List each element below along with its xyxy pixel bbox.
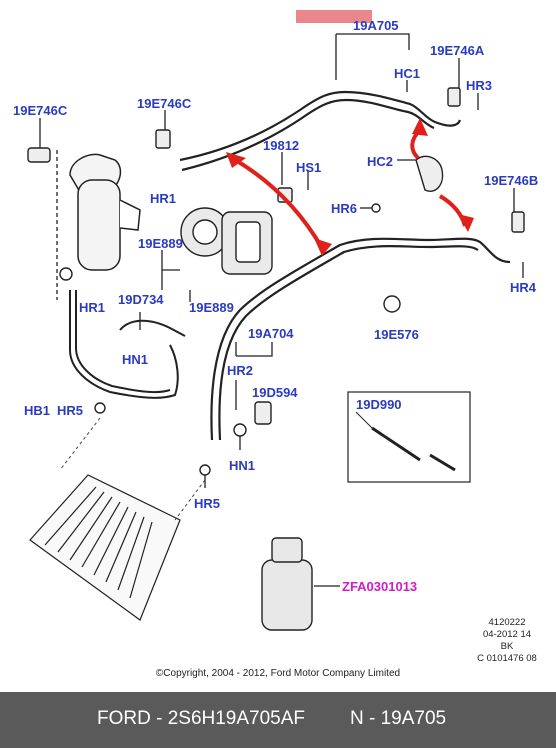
label-hn1-a: HN1 — [122, 352, 149, 367]
label-19a705: 19A705 — [353, 18, 399, 33]
title-highlight-bar — [296, 10, 372, 23]
label-hc1: HC1 — [394, 66, 421, 81]
label-hr1-left: HR1 — [79, 300, 106, 315]
condenser — [29, 474, 181, 621]
label-19812: 19812 — [263, 138, 300, 153]
leader-19e889-a — [161, 250, 180, 290]
label-zfa0301013: ZFA0301013 — [342, 579, 418, 594]
label-hr4: HR4 — [510, 280, 537, 295]
label-hs1: HS1 — [296, 160, 322, 175]
label-19e889-a: 19E889 — [138, 236, 183, 251]
label-19a704: 19A704 — [248, 326, 294, 341]
meta-line-4: C 0101476 08 — [477, 653, 537, 664]
label-hc2: HC2 — [367, 154, 394, 169]
diagram-drawing — [27, 33, 525, 631]
label-19e746a: 19E746A — [430, 43, 485, 58]
drawing-meta: 4120222 04-2012 14 BK C 0101476 08 — [470, 617, 544, 665]
label-19e576: 19E576 — [374, 327, 419, 342]
label-hr2: HR2 — [227, 363, 254, 378]
refrigerant-cylinder — [261, 537, 313, 631]
label-hr5-a: HR5 — [57, 403, 84, 418]
label-19d990: 19D990 — [356, 397, 402, 412]
label-hr6: HR6 — [331, 201, 358, 216]
leader-19a704 — [235, 342, 273, 357]
label-hn1-b: HN1 — [229, 458, 256, 473]
label-hr1-top: HR1 — [150, 191, 177, 206]
meta-line-2: 04-2012 14 — [482, 629, 532, 640]
label-hr3: HR3 — [466, 78, 493, 93]
footer-reference: N - 19A705 — [350, 708, 447, 729]
label-19e746c-left: 19E746C — [13, 103, 68, 118]
label-19d734: 19D734 — [118, 292, 164, 307]
label-19d594: 19D594 — [252, 385, 298, 400]
label-hr5-b: HR5 — [194, 496, 221, 511]
copyright-notice: ©Copyright, 2004 - 2012, Ford Motor Comp… — [155, 668, 401, 679]
label-hb1: HB1 — [24, 403, 51, 418]
label-19e746b: 19E746B — [484, 173, 539, 188]
footer-bar: FORD - 2S6H19A705AF N - 19A705 — [0, 692, 556, 748]
label-19e889-b: 19E889 — [189, 300, 234, 315]
meta-line-3: BK — [500, 641, 514, 652]
footer-part-number: FORD - 2S6H19A705AF — [97, 708, 306, 729]
meta-line-1: 4120222 — [488, 617, 526, 628]
leader-19a705 — [335, 33, 410, 80]
parts-diagram: 19A705 19E746A HC1 HR3 19E746C 19E746C 1… — [13, 10, 544, 679]
label-19e746c-mid: 19E746C — [137, 96, 192, 111]
